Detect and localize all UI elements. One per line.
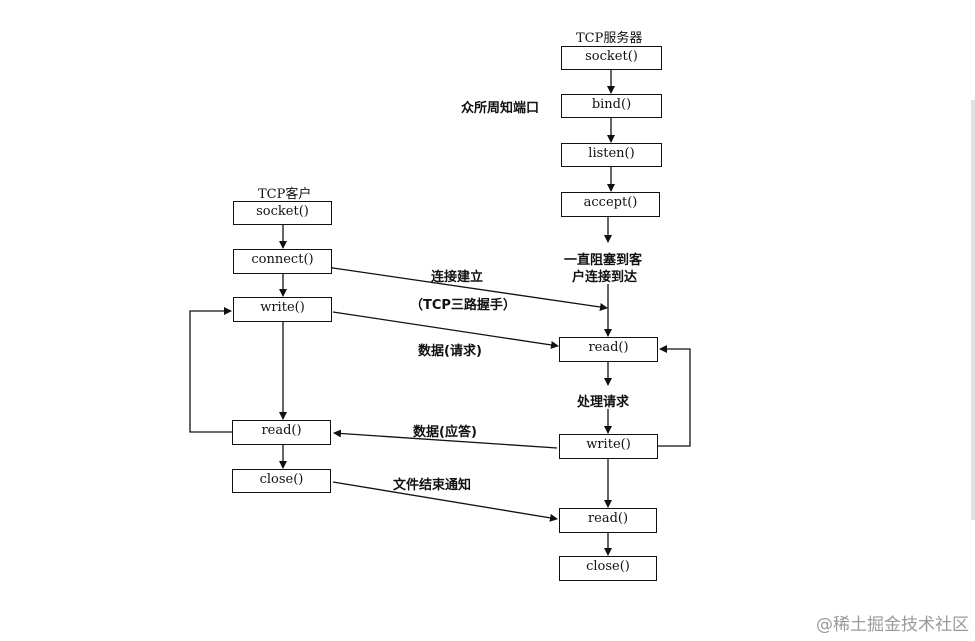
server-socket-box: socket(): [561, 46, 662, 70]
data-reply-label: 数据(应答): [413, 425, 477, 440]
server-close-box: close(): [559, 556, 657, 581]
client-connect-box: connect(): [233, 249, 332, 274]
eof-notice-label: 文件结束通知: [393, 478, 472, 493]
connect-established-label: 连接建立: [431, 270, 484, 285]
block-label-line1: 一直阻塞到客: [564, 253, 643, 268]
well-known-port-label: 众所周知端口: [461, 101, 540, 116]
server-read2-box: read(): [559, 508, 657, 533]
arrow-eof: [332, 481, 558, 522]
data-request-label: 数据(请求): [418, 344, 482, 359]
server-accept-box: accept(): [561, 192, 660, 217]
client-close-box: close(): [232, 469, 331, 493]
block-label-line2: 户连接到达: [572, 270, 638, 285]
client-write-box: write(): [233, 297, 332, 322]
process-request-label: 处理请求: [577, 395, 630, 410]
arrow-handshake: [325, 263, 608, 311]
server-title: TCP服务器: [576, 31, 643, 46]
client-loop: [189, 307, 232, 433]
server-bind-box: bind(): [561, 94, 662, 118]
server-listen-box: listen(): [561, 143, 662, 167]
client-socket-box: socket(): [233, 201, 332, 225]
page-edge-strip: [971, 100, 975, 520]
watermark: @稀土掘金技术社区: [816, 615, 969, 635]
client-title: TCP客户: [258, 187, 312, 202]
server-loop: [658, 345, 691, 447]
client-read-box: read(): [232, 420, 331, 445]
arrow-data-reply: [333, 429, 558, 449]
server-read-box: read(): [559, 337, 658, 362]
arrow-data-request: [332, 311, 559, 349]
server-write-box: write(): [559, 434, 658, 459]
three-way-handshake-label: （TCP三路握手）: [410, 298, 516, 313]
